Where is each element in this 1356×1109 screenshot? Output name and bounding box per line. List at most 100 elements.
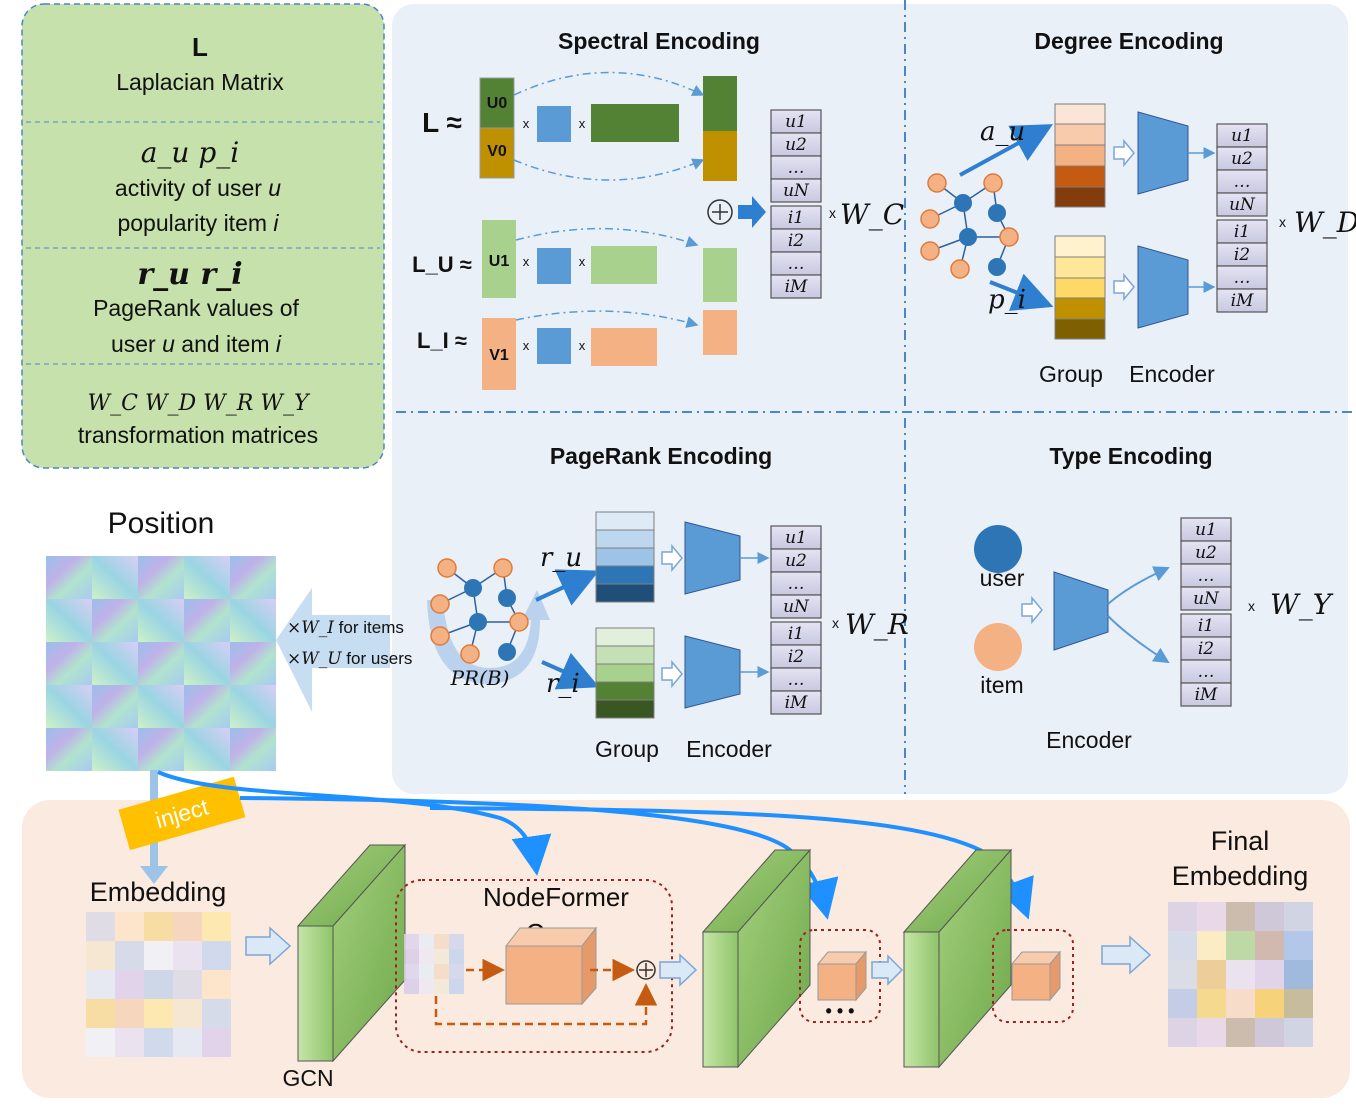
position-cell <box>138 728 184 771</box>
matrix-cell <box>115 912 144 941</box>
weight-wy: W_Y <box>1270 588 1334 621</box>
r-u-label: r_u <box>540 543 582 573</box>
oplus-icon <box>707 199 733 225</box>
final-embedding-matrix <box>1168 902 1313 1047</box>
matrix-cell <box>173 941 202 970</box>
oplus-icon <box>636 960 656 980</box>
laplacian-symbol: L <box>192 32 208 62</box>
eq-LI: L_I ≈ <box>417 328 467 353</box>
position-cell <box>184 642 230 685</box>
matrix-cell <box>449 934 464 949</box>
matrix-cell <box>1168 1018 1197 1047</box>
matrix-cell <box>404 979 419 994</box>
spectral-encoding: Spectral Encoding L ≈ U0 V0 x x L_U ≈ U1… <box>412 28 904 390</box>
spectral-title: Spectral Encoding <box>558 28 760 54</box>
weight-wr: W_R <box>845 608 909 641</box>
position-cell <box>92 728 138 771</box>
degree-title: Degree Encoding <box>1034 28 1223 54</box>
position-cell <box>46 728 92 771</box>
position-cell <box>184 556 230 599</box>
matrix-cell <box>144 999 173 1028</box>
eq-L: L ≈ <box>422 107 462 138</box>
matrix-cell <box>173 999 202 1028</box>
matrix-cell <box>449 964 464 979</box>
embedding-cell-label: … <box>1234 172 1251 192</box>
embedding-cell-label: u1 <box>785 528 807 548</box>
p-i-label: p_i <box>988 285 1026 315</box>
embedding-cell-label: i2 <box>1234 245 1250 265</box>
embedding-cell-label: u2 <box>785 551 807 571</box>
pagerank-group-label: Group <box>595 736 659 762</box>
matrix-cell <box>1226 989 1255 1018</box>
r-i-label: r_i <box>546 669 580 699</box>
matrix-cell <box>404 964 419 979</box>
matrix-cell <box>1197 989 1226 1018</box>
matrix-cell <box>115 941 144 970</box>
matrix-cell <box>1197 960 1226 989</box>
embedding-cell-label: iM <box>1195 685 1218 705</box>
matrix-cell <box>144 970 173 999</box>
transform-symbols: W_C W_D W_R W_Y <box>88 391 311 416</box>
pagerank-encoder-label: Encoder <box>686 736 772 762</box>
times-sign: x <box>523 116 530 131</box>
matrix-cell <box>173 1028 202 1057</box>
degree-group-top <box>1054 103 1106 208</box>
pagerank-group-top <box>595 511 655 603</box>
pagerank-line1: PageRank values of <box>93 295 299 321</box>
matrix-cell <box>173 912 202 941</box>
embedding-cell-label: iM <box>785 277 808 297</box>
matrix-cell <box>419 979 434 994</box>
embedding-title: Embedding <box>90 877 227 907</box>
embedding-cell-label: iM <box>785 693 808 713</box>
activity-symbols: a_u p_i <box>141 136 240 169</box>
position-cell <box>46 599 92 642</box>
position-cell <box>138 556 184 599</box>
embedding-cell-label: u2 <box>1231 149 1253 169</box>
matrix-cell <box>1226 931 1255 960</box>
matrix-cell <box>1284 989 1313 1018</box>
position-cell <box>184 599 230 642</box>
nodeformer-input-matrix <box>404 934 464 994</box>
times-sign: x <box>523 254 530 269</box>
inject-tag: inject <box>118 776 246 851</box>
pagerank-encoding: PageRank Encoding PR(B) r <box>427 443 909 762</box>
encoder-icon <box>684 635 741 709</box>
matrix-cell <box>1197 902 1226 931</box>
pagerank-line2: user u and item i <box>111 331 282 357</box>
degree-encoder-label: Encoder <box>1129 361 1215 387</box>
laplacian-label: Laplacian Matrix <box>116 69 284 95</box>
embedding-cell-label: iM <box>1231 291 1254 311</box>
arrow-right-icon <box>1101 935 1152 975</box>
position-cell <box>46 556 92 599</box>
matrix-cell <box>144 941 173 970</box>
gcn-layer-2 <box>701 848 812 1069</box>
matrix-cell <box>86 941 115 970</box>
pagerank-title: PageRank Encoding <box>550 443 772 469</box>
embedding-cell-label: i1 <box>1234 222 1250 242</box>
matrix-cell <box>202 912 231 941</box>
final-title-line1: Final <box>1211 826 1270 856</box>
u0-label: U0 <box>487 95 508 112</box>
position-matrix <box>46 556 276 771</box>
embedding-cell <box>770 594 822 619</box>
arrow-right-icon <box>738 196 766 228</box>
matrix-cell <box>1197 1018 1226 1047</box>
matrix-cell <box>1226 1018 1255 1047</box>
position-arrow <box>276 588 390 712</box>
activity-line1: activity of user u <box>115 175 281 201</box>
bipartite-graph <box>920 173 1019 279</box>
user-label: user <box>980 565 1025 591</box>
embedding-cell <box>770 690 822 715</box>
position-cell <box>138 642 184 685</box>
embedding-cell-label: … <box>1198 662 1215 682</box>
matrix-cell <box>202 999 231 1028</box>
transform-label: transformation matrices <box>78 422 318 448</box>
position-title: Position <box>108 507 215 540</box>
embedding-cell-label: … <box>788 670 805 690</box>
pagerank-group-bottom <box>595 627 655 719</box>
pagerank-symbols: r_u r_i <box>137 257 242 292</box>
matrix-cell <box>1284 931 1313 960</box>
matrix-cell <box>144 912 173 941</box>
